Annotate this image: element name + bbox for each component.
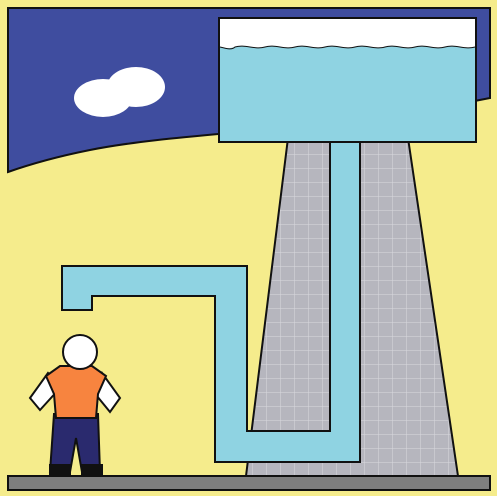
floor — [8, 476, 490, 490]
water-tank-icon — [219, 18, 476, 142]
